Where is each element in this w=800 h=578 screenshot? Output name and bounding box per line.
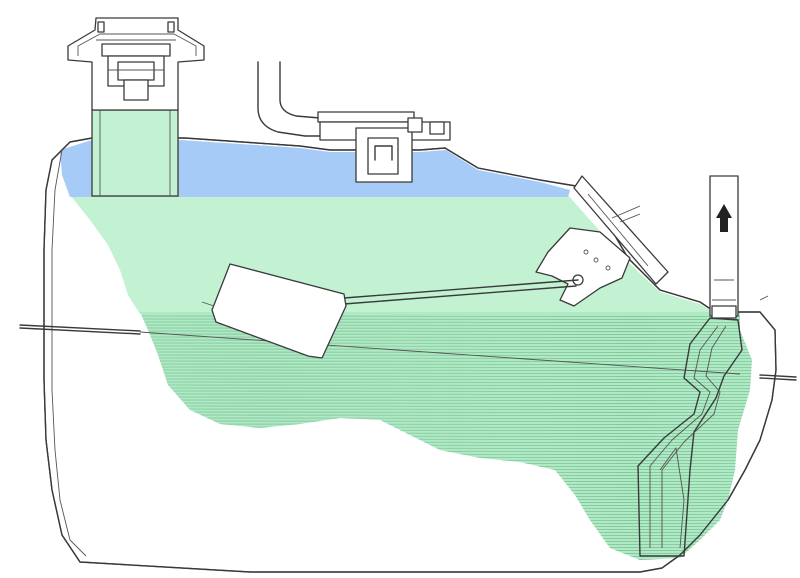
vent-valve [317,111,451,183]
filler-neck [91,109,179,197]
outlet-pipe [709,175,739,319]
vent-pipe [257,61,333,137]
level-sender-float [201,263,347,359]
arrow-up-icon [716,204,732,232]
tank-inner-wall [51,149,87,557]
baffle-plate [637,317,743,557]
filler-cap-assembly [67,17,205,197]
vapor-space [60,140,570,197]
seam-flange [19,324,797,381]
float-arm [343,279,579,305]
leader-lines [619,213,769,301]
sender-mounting-flange [573,175,669,285]
tank-shell-outline [43,137,777,573]
